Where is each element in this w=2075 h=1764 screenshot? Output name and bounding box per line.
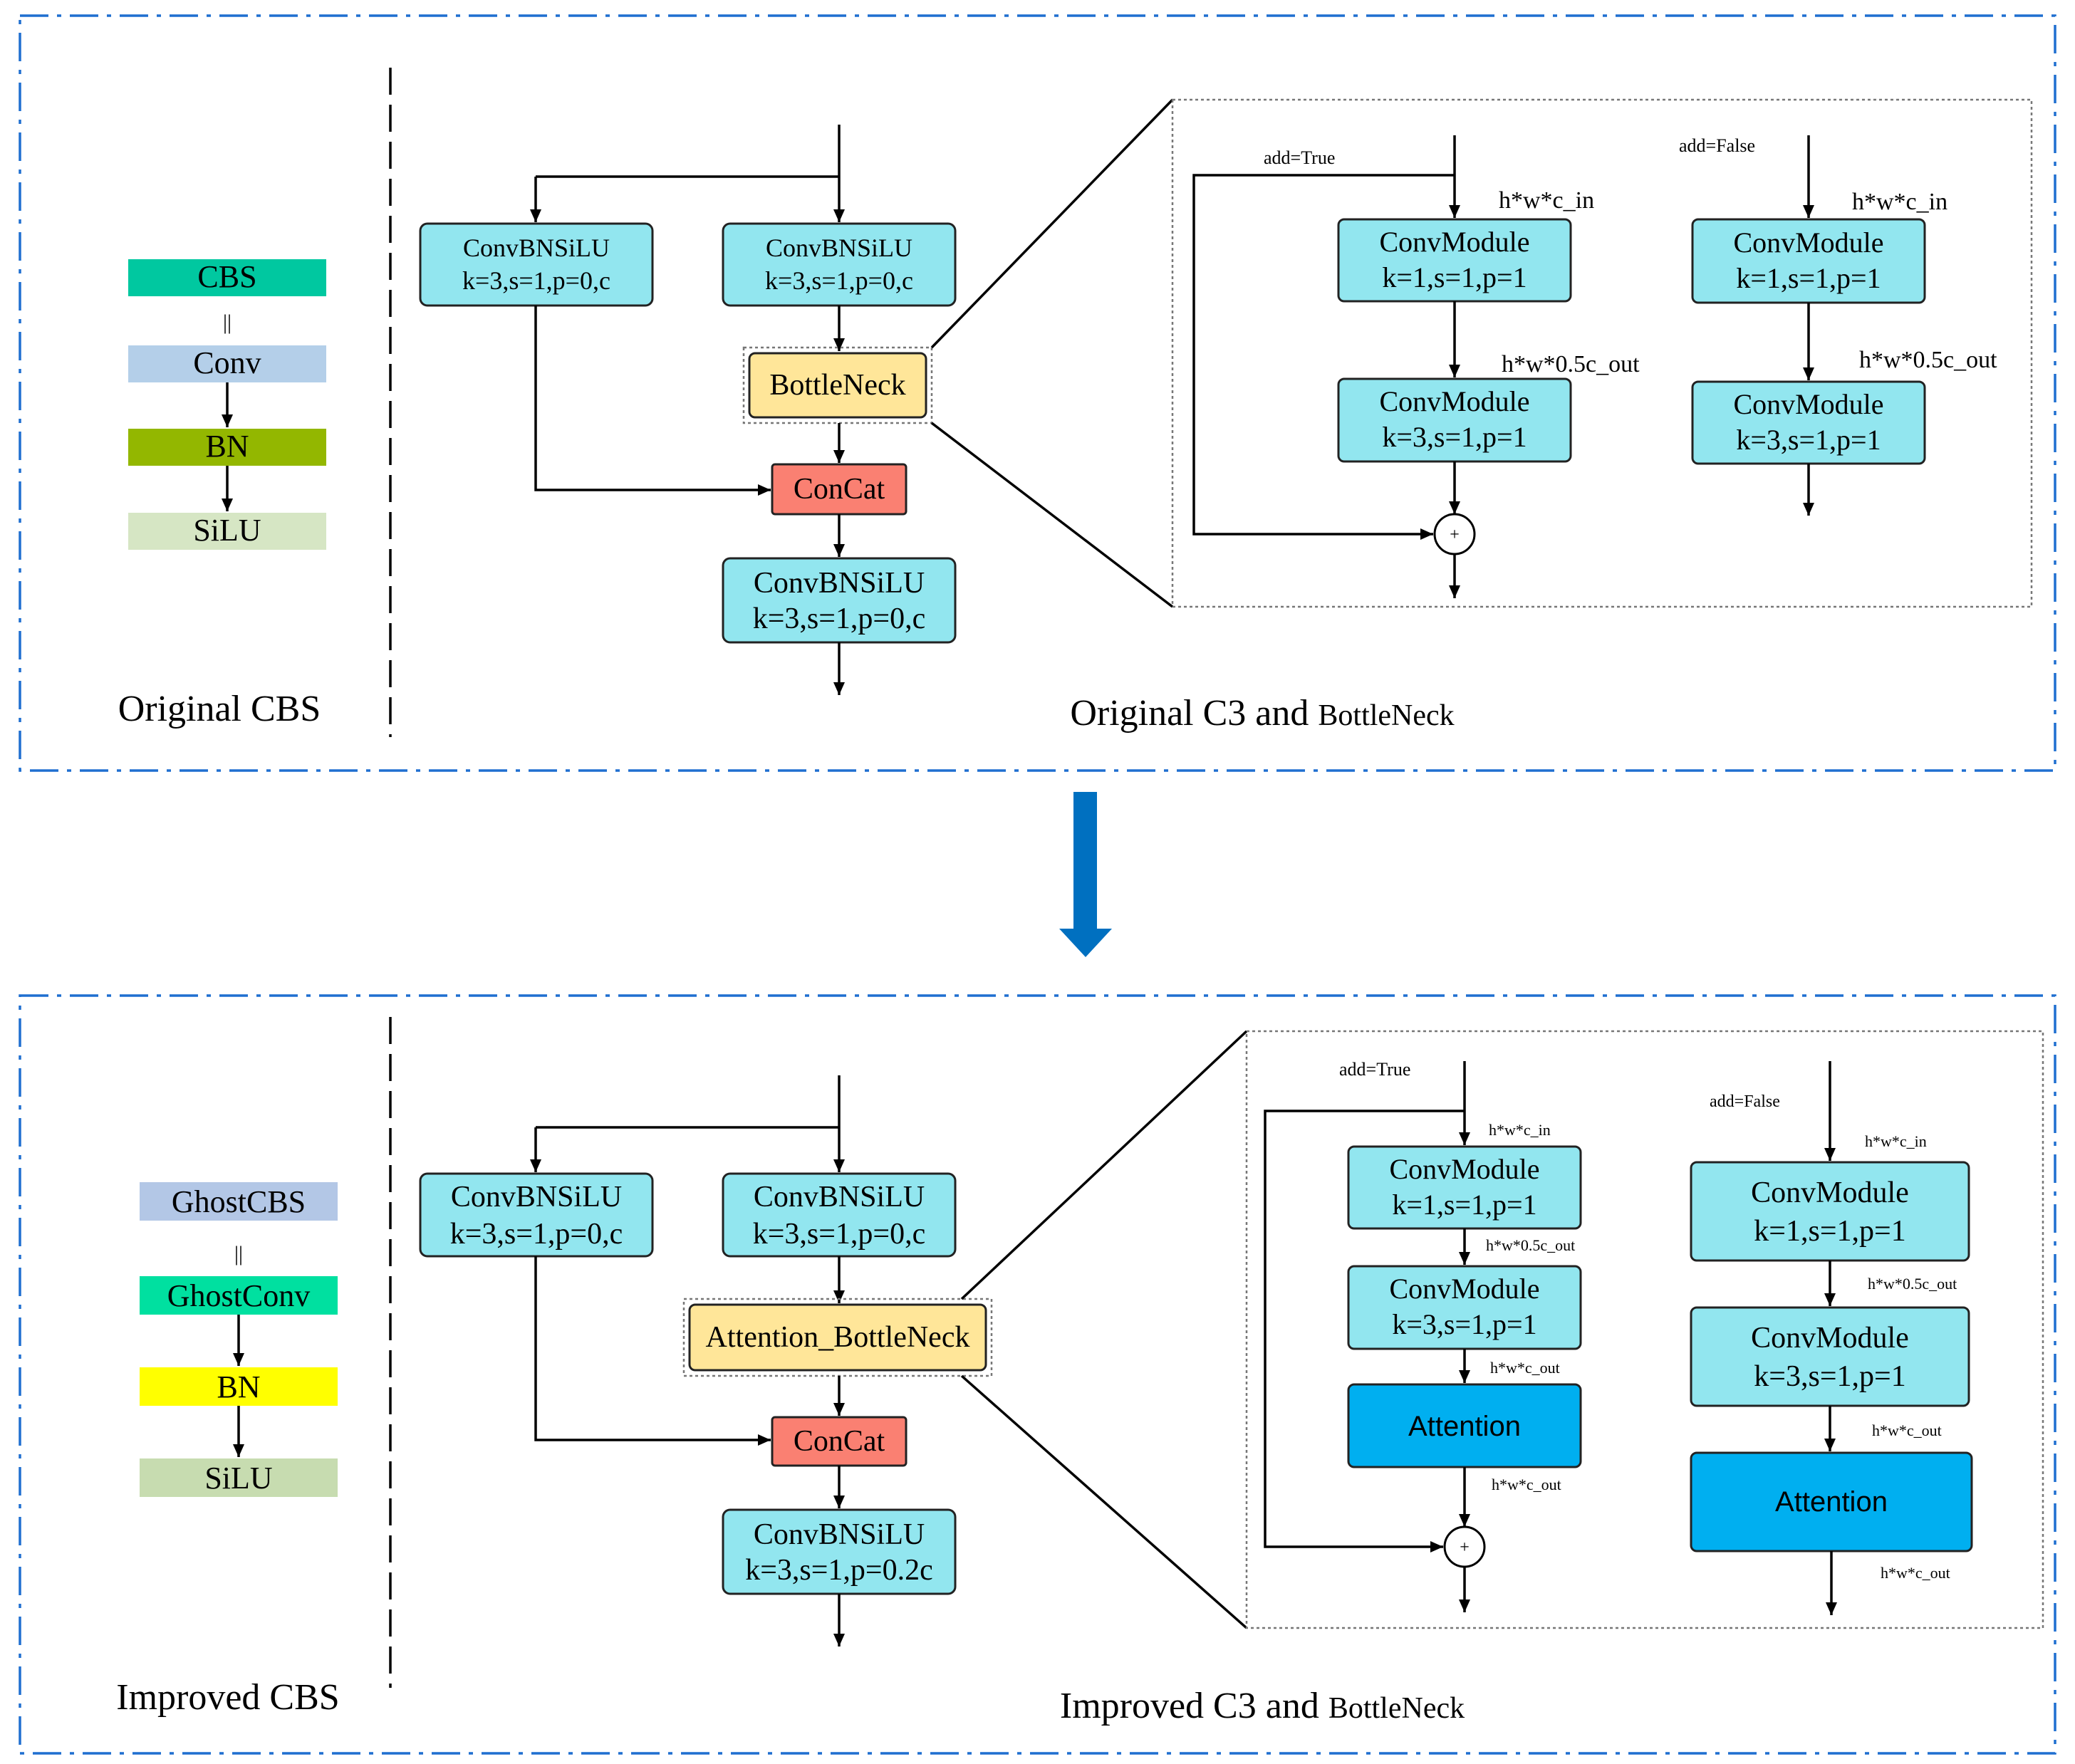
conv-left-name: ConvBNSiLU <box>451 1181 622 1214</box>
b-module-1-params: k=1,s=1,p=1 <box>1736 262 1881 294</box>
ghostcbs-label: GhostCBS <box>172 1184 306 1219</box>
detail-frame <box>1245 1030 2044 1629</box>
a-module-2-name: ConvModule <box>1389 1273 1539 1305</box>
add-true-label: add=True <box>1339 1059 1410 1080</box>
silu-label: SiLU <box>204 1461 272 1496</box>
silu-box <box>128 513 326 550</box>
conv-left-name: ConvBNSiLU <box>463 234 610 262</box>
conv-right-params: k=3,s=1,p=0,c <box>765 266 913 295</box>
a-module-1-params: k=1,s=1,p=1 <box>1382 261 1527 293</box>
top-bottleneck-detail: add=True h*w*c_in ConvModule k=1,s=1,p=1… <box>1171 98 2033 608</box>
conv-out-params: k=3,s=1,p=0,c <box>753 602 926 635</box>
a-attention-label: Attention <box>1408 1411 1521 1442</box>
detail-frame <box>1171 98 2033 608</box>
bottleneck-box <box>748 352 927 419</box>
zoom-line-lower <box>960 1374 1248 1629</box>
equals-sign: || <box>223 310 232 334</box>
cbs-box <box>128 259 326 296</box>
zoom-line-upper <box>960 1030 1248 1300</box>
b-attention-label: Attention <box>1775 1486 1888 1518</box>
conv-out-name: ConvBNSiLU <box>754 567 925 600</box>
b-mid-dim: h*w*0.5c_out <box>1868 1275 1957 1293</box>
conv-right-params: k=3,s=1,p=0,c <box>753 1218 926 1251</box>
bn-box <box>140 1367 338 1406</box>
a-module-1-name: ConvModule <box>1389 1153 1539 1185</box>
top-c3-block: ConvBNSiLU k=3,s=1,p=0,c ConvBNSiLU k=3,… <box>419 125 957 695</box>
residual-arrow <box>1264 1110 1465 1552</box>
plus-sign: + <box>1460 1538 1470 1557</box>
a-mid-dim: h*w*0.5c_out <box>1486 1236 1575 1254</box>
b-module-2-name: ConvModule <box>1751 1322 1909 1355</box>
b-module-2-params: k=3,s=1,p=1 <box>1754 1360 1905 1393</box>
conv-box <box>128 345 326 382</box>
add-false-label: add=False <box>1710 1092 1780 1111</box>
add-true-label: add=True <box>1264 147 1335 168</box>
conv-right-name: ConvBNSiLU <box>754 1181 925 1214</box>
bottom-c3-block: ConvBNSiLU k=3,s=1,p=0,c ConvBNSiLU k=3,… <box>419 1075 993 1646</box>
a-module-2-params: k=3,s=1,p=1 <box>1382 421 1527 453</box>
bn-label: BN <box>205 429 249 464</box>
bn-box <box>128 429 326 466</box>
conv-label: Conv <box>193 345 261 380</box>
b-mid-dim: h*w*0.5c_out <box>1859 347 1997 373</box>
b-in-dim: h*w*c_in <box>1865 1132 1927 1150</box>
conv-left-params: k=3,s=1,p=0,c <box>462 266 610 295</box>
top-panel-frame <box>19 14 2056 772</box>
bottom-bottleneck-detail: add=True h*w*c_in ConvModule k=1,s=1,p=1… <box>1245 1030 2044 1629</box>
a-module-1-name: ConvModule <box>1379 226 1529 258</box>
ghostconv-box <box>140 1276 338 1315</box>
zoom-line-upper <box>930 98 1174 349</box>
b-in-dim: h*w*c_in <box>1852 189 1947 215</box>
b-module-1-params: k=1,s=1,p=1 <box>1754 1215 1905 1248</box>
a-in-dim: h*w*c_in <box>1499 187 1594 214</box>
conv-out-name: ConvBNSiLU <box>754 1518 925 1551</box>
conv-right-name: ConvBNSiLU <box>766 234 912 262</box>
concat-label: ConCat <box>794 1425 885 1458</box>
top-caption-right: Original C3 and BottleNeck <box>1070 693 1454 734</box>
a-module-2-name: ConvModule <box>1379 385 1529 417</box>
top-cbs-legend: CBS || Conv BN SiLU <box>128 259 326 550</box>
residual-arrow <box>1192 174 1455 540</box>
b-module-1-name: ConvModule <box>1733 226 1883 259</box>
bottom-panel-frame <box>19 994 2056 1755</box>
top-caption-left: Original CBS <box>118 689 321 729</box>
cbs-label: CBS <box>197 259 256 294</box>
bottom-caption-right: Improved C3 and BottleNeck <box>1060 1686 1465 1726</box>
a-mid-dim: h*w*0.5c_out <box>1502 351 1640 377</box>
ghostconv-label: GhostConv <box>167 1278 310 1313</box>
b-cout-dim: h*w*c_out <box>1872 1421 1942 1439</box>
b-module-2-name: ConvModule <box>1733 388 1883 420</box>
skip-arrow <box>534 306 771 496</box>
add-false-label: add=False <box>1679 135 1755 156</box>
a-out-dim: h*w*c_out <box>1492 1476 1561 1493</box>
conv-out-params: k=3,s=1,p=0.2c <box>745 1554 933 1587</box>
zoom-line-lower <box>930 422 1174 608</box>
concat-label: ConCat <box>794 473 885 506</box>
transition-down-arrow <box>1059 792 1112 957</box>
attention-bottleneck-label: Attention_BottleNeck <box>706 1321 970 1354</box>
conv-left-params: k=3,s=1,p=0,c <box>450 1218 623 1251</box>
b-module-1-name: ConvModule <box>1751 1176 1909 1209</box>
bn-label: BN <box>217 1369 260 1404</box>
bottom-cbs-legend: GhostCBS || GhostConv BN SiLU <box>140 1182 338 1497</box>
a-in-dim: h*w*c_in <box>1489 1121 1551 1139</box>
ghostcbs-box <box>140 1182 338 1221</box>
attention-bottleneck-box <box>688 1303 987 1372</box>
b-out-dim: h*w*c_out <box>1881 1564 1950 1582</box>
plus-sign: + <box>1450 526 1460 544</box>
attention-bottleneck-dotted-frame <box>682 1298 993 1377</box>
bottom-caption-left: Improved CBS <box>116 1677 339 1718</box>
silu-box <box>140 1458 338 1497</box>
bottleneck-dotted-frame <box>742 346 933 424</box>
a-cout-dim: h*w*c_out <box>1490 1359 1560 1377</box>
a-module-2-params: k=3,s=1,p=1 <box>1392 1308 1536 1340</box>
bottleneck-label: BottleNeck <box>769 369 905 402</box>
skip-arrow <box>534 1256 771 1446</box>
silu-label: SiLU <box>193 513 261 548</box>
equals-sign: || <box>234 1242 243 1265</box>
b-module-2-params: k=3,s=1,p=1 <box>1736 424 1881 456</box>
a-module-1-params: k=1,s=1,p=1 <box>1392 1189 1536 1221</box>
